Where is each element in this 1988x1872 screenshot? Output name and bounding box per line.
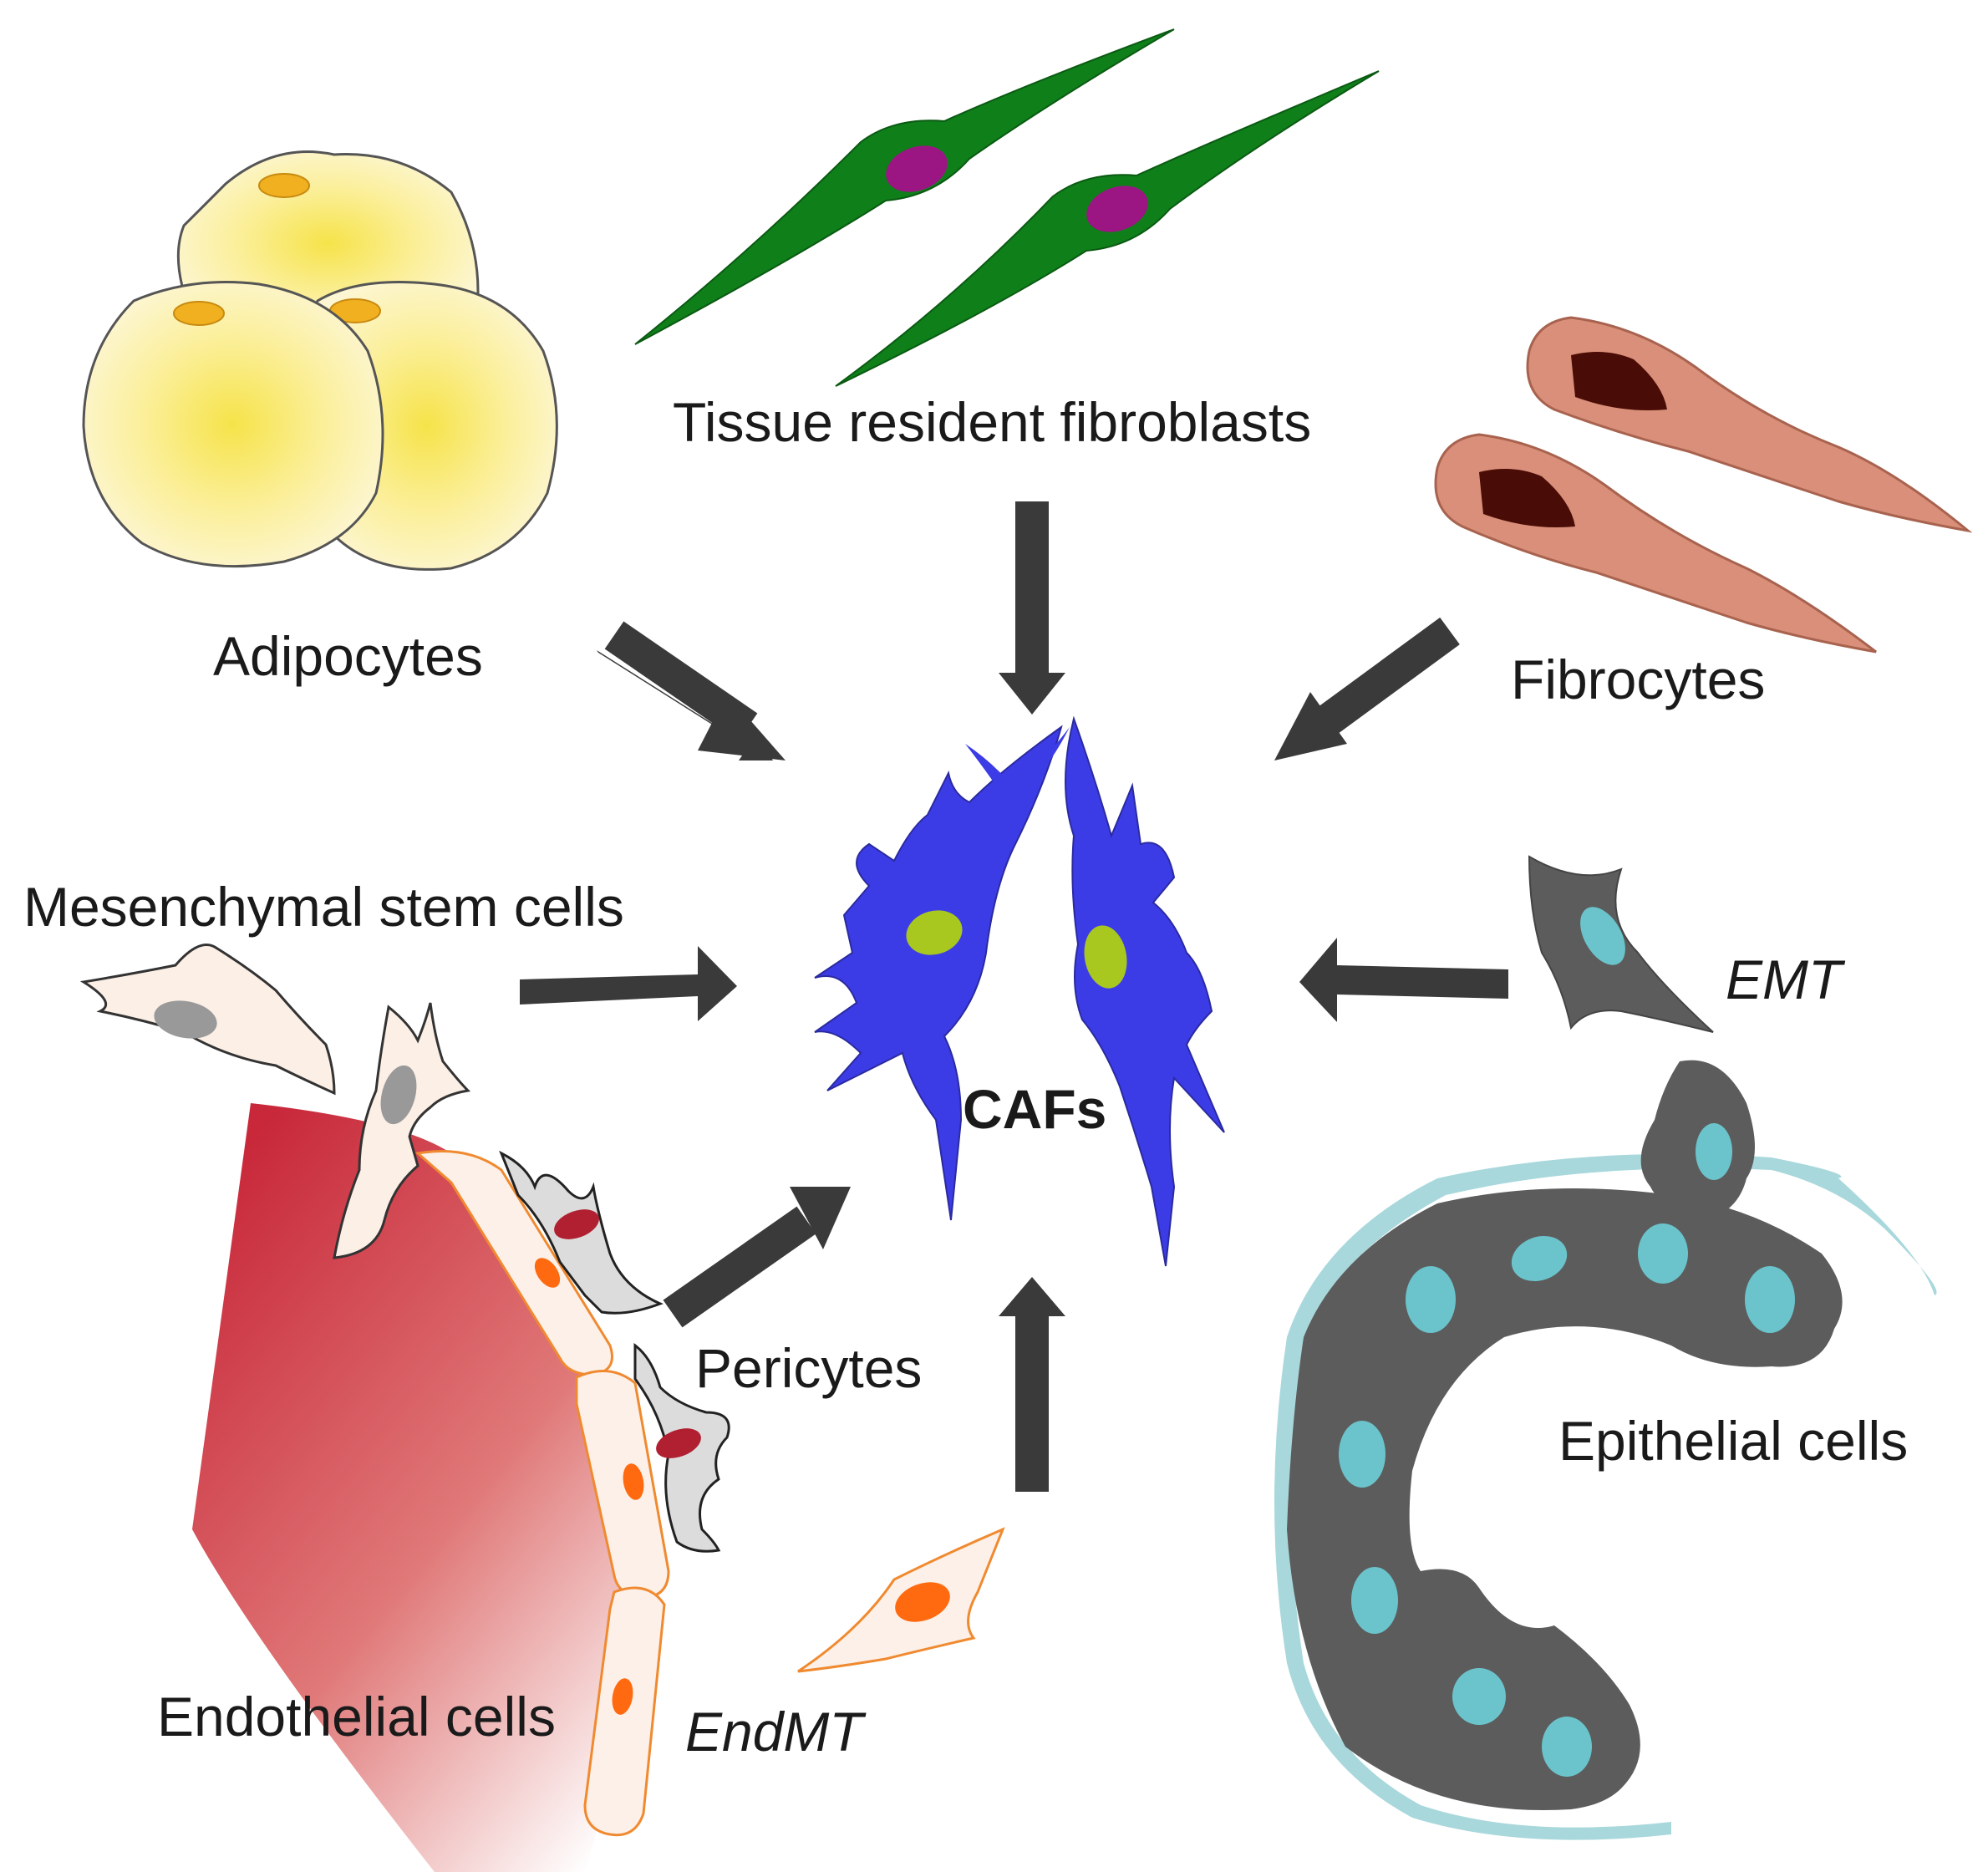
blood-vessel-illustration <box>79 944 730 1872</box>
mesenchymal-stem-cells-label: Mesenchymal stem cells <box>23 876 624 938</box>
epithelial-nucleus <box>1511 1235 1568 1282</box>
emt-label: EMT <box>1726 949 1846 1010</box>
arrow-pericytes-to-cafs <box>663 1187 851 1328</box>
arrow-fibroblasts-to-cafs <box>999 501 1065 715</box>
epithelial-nucleus <box>1406 1266 1456 1333</box>
fibrocytes-illustration <box>1434 316 1973 654</box>
endothelial-cell <box>575 1369 670 1600</box>
endmt-label: EndMT <box>685 1701 867 1763</box>
arrow-endmt-to-cafs <box>999 1277 1065 1492</box>
tissue-resident-fibroblasts-label: Tissue resident fibroblasts <box>673 391 1311 453</box>
caf-process <box>1007 727 1070 802</box>
adipocyte-nucleus <box>258 173 310 198</box>
endothelial-nucleus <box>623 1463 644 1500</box>
emt-cell-illustration <box>1528 855 1714 1033</box>
caf-nucleus <box>1084 925 1127 989</box>
endothelial-nucleus <box>534 1258 561 1288</box>
pericyte-nucleus <box>554 1209 599 1239</box>
epithelium-illustration <box>1274 1060 1937 1840</box>
epithelial-nucleus <box>1452 1668 1506 1725</box>
epithelial-cells-label: Epithelial cells <box>1558 1410 1908 1472</box>
adipocytes-illustration <box>82 150 558 571</box>
epithelial-sheet <box>1287 1188 1843 1811</box>
endothelial-cells-label: Endothelial cells <box>157 1686 556 1747</box>
fibroblast-nucleus <box>1086 186 1148 232</box>
msc-nucleus <box>380 1065 417 1125</box>
fibrocyte-nucleus <box>1571 352 1667 410</box>
fibroblast-nucleus <box>886 145 948 192</box>
msc-cell <box>333 1002 471 1259</box>
arrow-adipocytes-to-cafs <box>604 621 786 760</box>
arrow-emt-to-cafs <box>1299 938 1508 1022</box>
epithelial-nucleus <box>1696 1123 1732 1180</box>
cafs-illustration <box>814 715 1225 1267</box>
adipocyte-cell-left <box>82 281 384 568</box>
arrow-msc-to-cafs <box>520 946 737 1021</box>
epithelial-nucleus <box>1351 1567 1398 1634</box>
caf-nucleus <box>906 910 963 955</box>
pericytes-label: Pericytes <box>695 1337 922 1399</box>
msc-nucleus <box>154 1000 217 1039</box>
emt-cell-nucleus <box>1580 907 1625 965</box>
arrow-fibrocytes-to-cafs <box>1274 617 1460 760</box>
adipocytes-label: Adipocytes <box>213 625 483 687</box>
adipocyte-nucleus <box>173 301 225 326</box>
cafs-label: CAFs <box>963 1078 1106 1140</box>
caf-cell-left <box>814 725 1063 1221</box>
pericyte-nucleus <box>656 1428 701 1458</box>
endothelial-nucleus <box>612 1678 633 1715</box>
endothelial-cell <box>414 1150 613 1376</box>
fibrocytes-label: Fibrocytes <box>1511 649 1765 710</box>
fibroblasts-illustration <box>634 28 1380 387</box>
fibrocyte-nucleus <box>1479 469 1575 527</box>
endmt-cell-nucleus <box>895 1582 950 1622</box>
epithelial-nucleus <box>1638 1223 1688 1284</box>
epithelial-nucleus <box>1745 1266 1795 1333</box>
endmt-cell-illustration <box>797 1527 1005 1673</box>
caf-cell-right <box>1065 715 1225 1267</box>
epithelial-nucleus <box>1542 1717 1592 1777</box>
epithelial-nucleus <box>1339 1421 1385 1488</box>
